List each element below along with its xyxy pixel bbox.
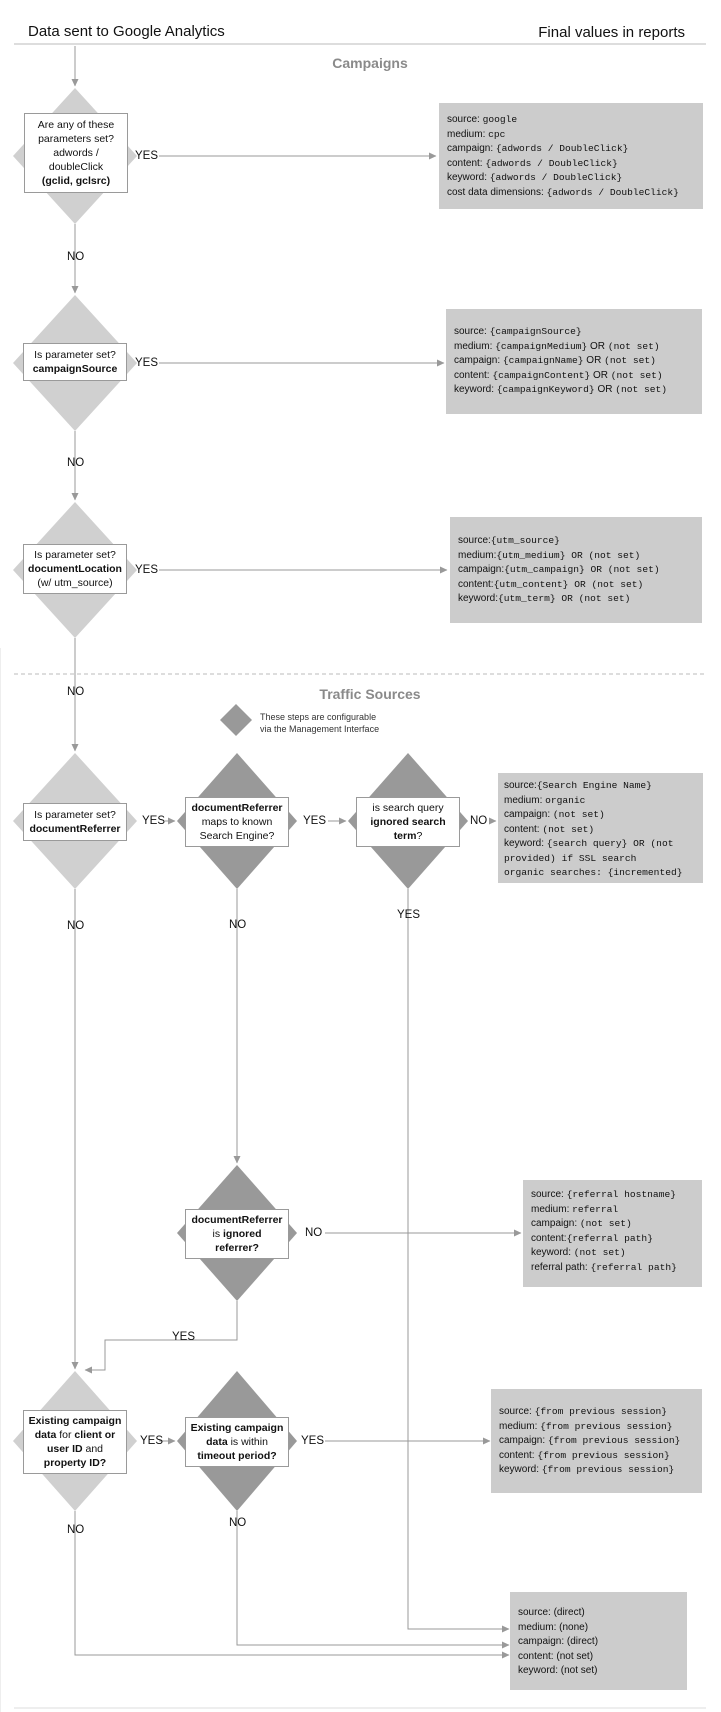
decision-text-bold: data (206, 1436, 228, 1448)
legend-note-line2: via the Management Interface (260, 724, 380, 734)
decision-text: parameters set? (38, 133, 114, 145)
result-previous-session: source: {from previous session} medium: … (491, 1389, 702, 1493)
decision-text-bold: referrer? (215, 1242, 259, 1254)
legend-note: These steps are configurable via the Man… (260, 711, 379, 735)
decision-text: adwords / (53, 147, 99, 159)
header-left: Data sent to Google Analytics (28, 23, 225, 40)
yes-label: YES (397, 909, 421, 921)
decision-ignored-term: is search query ignored search term? (356, 797, 460, 847)
yes-label: YES (135, 150, 159, 162)
no-label: NO (229, 919, 247, 931)
decision-text-bold: property ID? (43, 1457, 107, 1469)
decision-text: doubleClick (48, 161, 104, 173)
no-label: NO (305, 1227, 323, 1239)
no-label: NO (67, 1524, 85, 1536)
yes-label: YES (135, 564, 159, 576)
no-label: NO (229, 1517, 247, 1529)
result-direct: source: (direct) medium: (none) campaign… (510, 1592, 687, 1690)
no-label: NO (67, 920, 85, 932)
decision-text-bold: documentLocation (28, 563, 122, 575)
decision-document-referrer: Is parameter set? documentReferrer (23, 803, 127, 841)
yes-label: YES (140, 1435, 164, 1447)
no-label: NO (67, 251, 85, 263)
decision-text: Search Engine? (199, 830, 275, 842)
decision-text-bold: client or (74, 1429, 116, 1441)
decision-known-engine: documentReferrer maps to known Search En… (185, 797, 289, 847)
yes-label: YES (135, 357, 159, 369)
decision-text: maps to known (201, 816, 273, 828)
decision-text-bold: Existing campaign (190, 1422, 284, 1434)
decision-text: for (56, 1429, 75, 1441)
decision-text: (w/ utm_source) (37, 577, 113, 589)
decision-timeout: Existing campaign data is within timeout… (185, 1417, 289, 1467)
legend-note-line1: These steps are configurable (260, 712, 377, 722)
decision-text-bold: campaignSource (32, 363, 118, 375)
decision-text-bold: data (34, 1429, 57, 1441)
no-label: NO (67, 457, 85, 469)
decision-document-location: Is parameter set? documentLocation (w/ u… (23, 544, 127, 594)
decision-text-bold: documentReferrer (191, 802, 283, 814)
section-title-campaigns: Campaigns (332, 55, 408, 71)
yes-label: YES (172, 1331, 196, 1343)
decision-text-bold: user ID (46, 1443, 83, 1455)
decision-existing-campaign: Existing campaign data for client or use… (23, 1410, 127, 1474)
decision-text-bold: documentReferrer (29, 823, 121, 835)
yes-label: YES (303, 815, 327, 827)
legend-diamond (220, 704, 252, 736)
decision-text: Is parameter set? (34, 809, 116, 821)
result-adwords: source: google medium: cpc campaign: {ad… (439, 103, 703, 209)
decision-adwords: Are any of these parameters set? adwords… (24, 113, 128, 193)
yes-label: YES (301, 1435, 325, 1447)
result-campaign-source: source: {campaignSource} medium: {campai… (446, 309, 702, 414)
decision-text-bold: ignored (223, 1228, 262, 1240)
decision-text: and (82, 1443, 104, 1455)
no-label: NO (67, 686, 85, 698)
decision-text: Is parameter set? (34, 549, 116, 561)
decision-text-bold: documentReferrer (191, 1214, 283, 1226)
no-label: NO (470, 815, 488, 827)
decision-text: is search query (372, 802, 444, 814)
decision-text-bold: ignored search (370, 816, 446, 828)
decision-text-bold: timeout period? (197, 1450, 277, 1462)
decision-text-bold: Existing campaign (28, 1415, 122, 1427)
decision-campaign-source: Is parameter set? campaignSource (23, 343, 127, 381)
decision-text: is within (227, 1436, 268, 1448)
decision-text-bold: term (393, 830, 417, 842)
decision-text: ? (416, 830, 423, 842)
decision-text: Are any of these (37, 119, 115, 131)
result-utm: source:{utm_source} medium:{utm_medium} … (450, 517, 702, 623)
header-right: Final values in reports (538, 24, 685, 41)
decision-text: is (212, 1228, 223, 1240)
result-search-engine: source:{Search Engine Name} medium: orga… (498, 773, 703, 883)
decision-text: Is parameter set? (34, 349, 116, 361)
result-referral: source: {referral hostname} medium: refe… (523, 1180, 702, 1287)
decision-ignored-referrer: documentReferrer is ignored referrer? (185, 1209, 289, 1259)
section-title-traffic-sources: Traffic Sources (319, 686, 421, 702)
decision-text-bold: (gclid, gclsrc) (41, 175, 111, 187)
yes-label: YES (142, 815, 166, 827)
